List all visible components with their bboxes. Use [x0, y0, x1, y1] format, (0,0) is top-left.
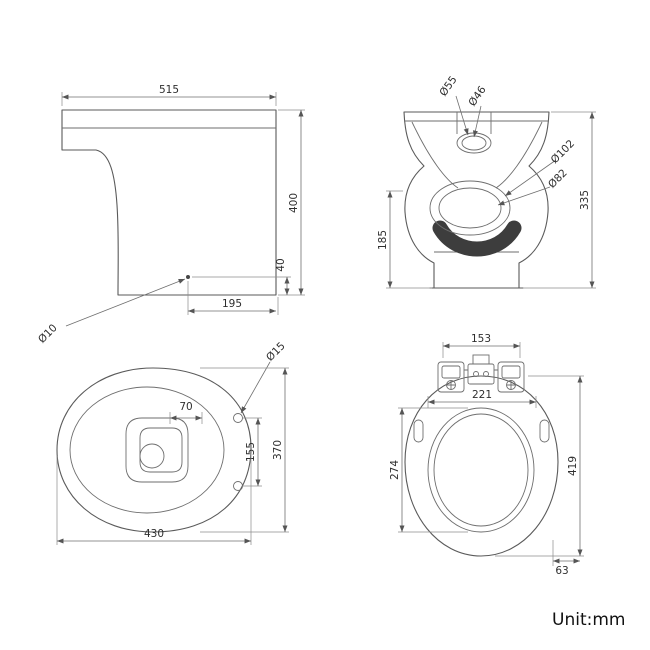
- seat-width-dim-label: 221: [472, 389, 492, 401]
- seat-opening-outer: [427, 407, 535, 533]
- seat-length-dimension: 419: [495, 375, 584, 557]
- seat-slot-right: [539, 419, 550, 443]
- seat-opening-dim-label: 274: [389, 460, 401, 480]
- seat-outline: [404, 375, 559, 557]
- plan-depth-dim-label: 370: [272, 440, 284, 460]
- trap-outer-leader: Ø102: [504, 138, 578, 197]
- side-width-dim-label: 515: [159, 84, 179, 96]
- trap-hole-outer: [429, 180, 511, 236]
- side-height-dim-label: 400: [288, 193, 300, 213]
- plan-length-dimension: 430: [56, 454, 252, 545]
- plan-length-dim-label: 430: [144, 528, 164, 540]
- side-fixing-hole: [186, 275, 190, 279]
- side-hole-dim-label: Ø10: [36, 322, 60, 346]
- plan-sump-dim-label: 70: [179, 401, 192, 413]
- plan-sump-dimension: 70: [169, 401, 203, 424]
- front-view: Ø55 Ø46 Ø102 Ø82 335 185: [377, 74, 596, 289]
- side-view: 515 400 40 195 Ø10: [36, 84, 305, 346]
- plan-hole-leader: Ø15: [240, 340, 288, 414]
- plan-fixing-dim-label: 155: [245, 442, 257, 462]
- trap-outer-dim-label: Ø102: [549, 138, 578, 167]
- pan-plan-outline: [56, 367, 252, 533]
- side-width-dimension: 515: [61, 84, 277, 106]
- inlet-outer-dim-label: Ø55: [437, 74, 459, 99]
- front-height-dimension: 335: [523, 111, 596, 289]
- fixing-hole-bottom: [233, 481, 243, 491]
- seat-opening-inner: [433, 413, 529, 527]
- side-base-depth-dimension: 195: [187, 281, 279, 315]
- side-outlet-dim-label: 40: [275, 258, 287, 271]
- fixing-hole-top: [233, 413, 243, 423]
- inlet-outer-leader: Ø55: [437, 74, 469, 136]
- seat-offset-dimension: 63: [552, 540, 580, 577]
- plan-fixing-centres-dimension: 155: [243, 417, 262, 487]
- seat-hinge-hardware: [437, 354, 525, 393]
- drain-circle: [139, 443, 165, 469]
- trap-inner-leader: Ø82: [497, 167, 570, 206]
- front-bowl-height-dimension: 185: [377, 190, 432, 289]
- side-base-dim-label: 195: [222, 298, 242, 310]
- bowl-sump-inner: [139, 427, 183, 473]
- seat-slot-left: [413, 419, 424, 443]
- seat-length-dim-label: 419: [567, 456, 579, 476]
- seat-offset-dim-label: 63: [555, 565, 568, 577]
- trapway-shading: [432, 220, 522, 257]
- pan-front-outline: [403, 111, 550, 289]
- bowl-sump-outline: [125, 417, 189, 483]
- seat-hinge-dim-label: 153: [471, 333, 491, 345]
- plan-hole-dim-label: Ø15: [264, 340, 288, 364]
- trap-inner-dim-label: Ø82: [546, 167, 570, 191]
- inlet-inner-leader: Ø46: [466, 84, 489, 138]
- seat-width-dimension: 221: [427, 389, 537, 408]
- plan-view: 70 Ø15 155 370 430: [56, 340, 289, 545]
- front-bowl-height-dim-label: 185: [377, 230, 389, 250]
- side-height-dimension: 400: [278, 109, 305, 296]
- seat-hinge-dimension: 153: [442, 333, 521, 358]
- unit-label: Unit:mm: [552, 610, 625, 630]
- inlet-inner-dim-label: Ø46: [466, 84, 488, 109]
- side-hole-leader: Ø10: [36, 278, 186, 346]
- inlet-hole-inner: [461, 135, 487, 151]
- pan-rim-inner: [69, 386, 225, 514]
- trap-hole-inner: [438, 187, 502, 229]
- seat-view: 153 221 274 419 63: [389, 333, 584, 577]
- plan-depth-dimension: 370: [200, 367, 289, 533]
- pan-side-outline: [61, 109, 277, 296]
- side-outlet-height-dimension: 40: [192, 258, 291, 295]
- front-height-dim-label: 335: [579, 190, 591, 210]
- seat-opening-dimension: 274: [389, 407, 468, 533]
- leader-line: [65, 278, 186, 327]
